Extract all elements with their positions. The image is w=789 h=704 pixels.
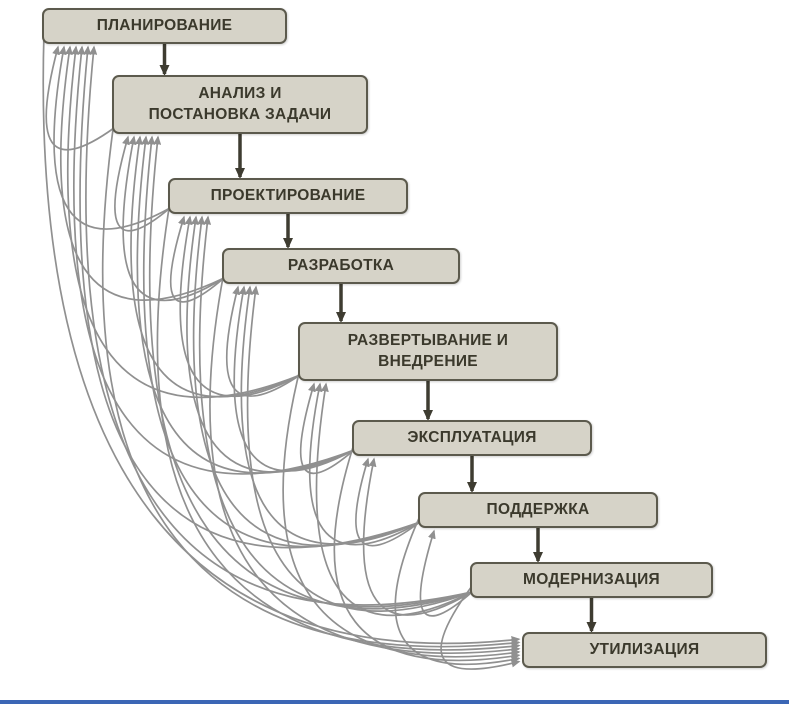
stage-box-support: ПОДДЕРЖКА — [418, 492, 658, 528]
stage-label-operation: ЭКСПЛУАТАЦИЯ — [407, 428, 537, 446]
stage-box-development: РАЗРАБОТКА — [222, 248, 460, 284]
feedback-curve — [148, 135, 473, 608]
to-disposal-curve — [440, 585, 521, 670]
to-disposal-curve — [42, 31, 521, 645]
stage-box-operation: ЭКСПЛУАТАЦИЯ — [352, 420, 592, 456]
stage-label-design: ПРОЕКТИРОВАНИЕ — [210, 186, 366, 204]
stage-box-disposal: УТИЛИЗАЦИЯ — [522, 632, 767, 668]
feedback-curve — [308, 382, 421, 546]
stage-box-deployment: РАЗВЕРТЫВАНИЕ И ВНЕДРЕНИЕ — [298, 322, 558, 381]
feedback-curve — [45, 45, 115, 151]
stage-box-design: ПРОЕКТИРОВАНИЕ — [168, 178, 408, 214]
feedback-curve — [122, 135, 225, 302]
to-disposal-curve — [156, 201, 521, 651]
to-disposal-curve — [101, 121, 521, 648]
to-disposal-curve — [333, 443, 521, 662]
stage-box-planning: ПЛАНИРОВАНИЕ — [42, 8, 287, 44]
stage-box-analysis: АНАЛИЗ И ПОСТАНОВКА ЗАДАЧИ — [112, 75, 368, 134]
feedback-curve — [246, 285, 473, 613]
stage-box-modernization: МОДЕРНИЗАЦИЯ — [470, 562, 713, 598]
feedback-curve — [419, 529, 473, 617]
feedback-curve — [240, 285, 421, 545]
stage-label-planning: ПЛАНИРОВАНИЕ — [96, 16, 233, 34]
feedback-curve — [355, 457, 421, 547]
bottom-border-line — [0, 700, 789, 704]
stage-label-support: ПОДДЕРЖКА — [486, 500, 590, 518]
feedback-curve — [362, 457, 473, 616]
to-disposal-curve — [394, 515, 521, 666]
stage-label-modernization: МОДЕРНИЗАЦИЯ — [523, 570, 660, 588]
stage-label-development: РАЗРАБОТКА — [287, 256, 395, 274]
feedback-curve — [299, 382, 355, 475]
feedback-curve — [169, 215, 225, 303]
to-disposal-curve — [209, 271, 521, 654]
stage-label-analysis: АНАЛИЗ И ПОСТАНОВКА ЗАДАЧИ — [148, 85, 332, 123]
feedback-curve — [198, 215, 473, 610]
stage-label-deployment: РАЗВЕРТЫВАНИЕ И ВНЕДРЕНИЕ — [347, 332, 509, 370]
stage-label-disposal: УТИЛИЗАЦИЯ — [589, 640, 700, 658]
